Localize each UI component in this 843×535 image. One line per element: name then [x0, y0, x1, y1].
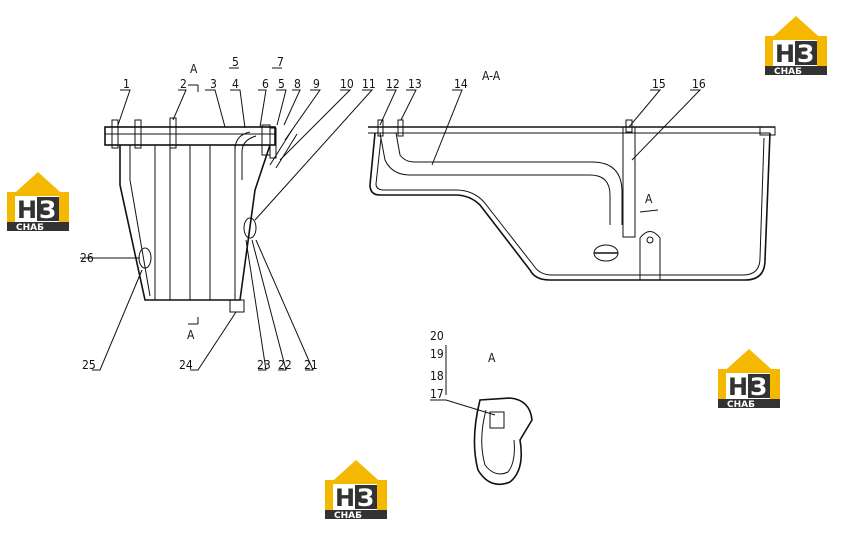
logo-top-right: Н З СНАБ [765, 16, 827, 77]
callout-19: 19 [430, 347, 444, 361]
callout-26: 26 [80, 251, 94, 265]
logo-letter-z: З [357, 484, 374, 512]
leader-lines [80, 67, 702, 416]
callout-9: 9 [313, 77, 320, 91]
callout-5b: 5 [278, 77, 285, 91]
callout-20: 20 [430, 329, 444, 343]
logo-left: Н З СНАБ [7, 172, 69, 233]
logo-letter-n: Н [17, 196, 37, 224]
callout-7: 7 [277, 55, 284, 69]
callout-11: 11 [362, 77, 376, 91]
callout-25: 25 [82, 358, 96, 372]
left-side-view [104, 84, 298, 325]
view-arrow-right-label: A [645, 192, 653, 206]
callout-21: 21 [304, 358, 318, 372]
callout-10: 10 [340, 77, 354, 91]
view-a-title: A [488, 351, 496, 365]
callout-16: 16 [692, 77, 706, 91]
logo-subtitle: СНАБ [727, 400, 755, 410]
callout-2: 2 [180, 77, 187, 91]
callout-23: 23 [257, 358, 271, 372]
callout-numbers: 1 2 3 4 5 6 7 5 8 9 10 11 12 13 14 15 16… [80, 55, 706, 401]
callout-8: 8 [294, 77, 301, 91]
logo-letter-n: Н [775, 40, 795, 68]
logo-letter-n: Н [728, 373, 748, 401]
detail-view-a [445, 345, 533, 486]
callout-13: 13 [408, 77, 422, 91]
logo-subtitle: СНАБ [774, 67, 802, 77]
callout-22: 22 [278, 358, 292, 372]
logo-letter-z: З [750, 373, 767, 401]
callout-14: 14 [454, 77, 468, 91]
logo-letter-n: Н [335, 484, 355, 512]
view-labels: A A A-A A A [187, 62, 653, 365]
logo-letter-z: З [797, 40, 814, 68]
callout-6: 6 [262, 77, 269, 91]
callout-1: 1 [123, 77, 130, 91]
callout-24: 24 [179, 358, 193, 372]
section-aa-title: A-A [482, 69, 501, 83]
callout-3: 3 [210, 77, 217, 91]
logo-letter-z: З [39, 196, 56, 224]
section-arrow-bottom-label: A [187, 328, 195, 342]
logo-right: Н З СНАБ [718, 349, 780, 410]
callout-18: 18 [430, 369, 444, 383]
callout-5a: 5 [232, 55, 239, 69]
callout-12: 12 [386, 77, 400, 91]
logo-bottom: Н З СНАБ [325, 460, 387, 521]
section-aa-view [368, 119, 776, 281]
logo-subtitle: СНАБ [334, 511, 362, 521]
logo-subtitle: СНАБ [16, 223, 44, 233]
section-arrow-top-label: A [190, 62, 198, 76]
callout-15: 15 [652, 77, 666, 91]
callout-17: 17 [430, 387, 444, 401]
callout-4: 4 [232, 77, 239, 91]
